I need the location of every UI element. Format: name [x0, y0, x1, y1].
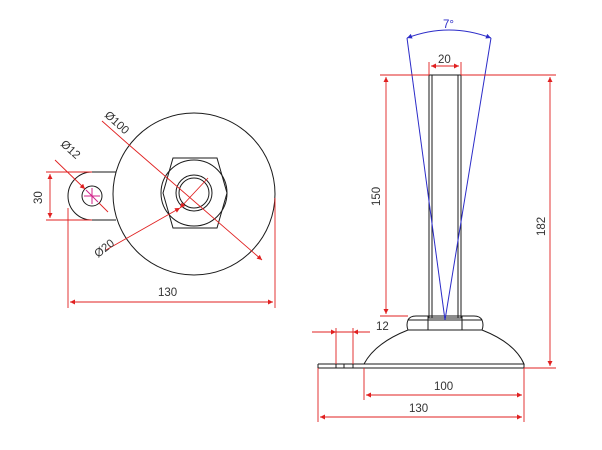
lug-hole-center-mark	[84, 188, 100, 204]
lug-hole	[81, 185, 103, 207]
dim-12-label: 12	[376, 321, 389, 333]
dim-150: 150	[371, 74, 429, 317]
dim-diameter-20: Ø20	[92, 177, 209, 261]
stud-outer-circle	[175, 174, 213, 212]
dim-182-label: 182	[536, 217, 548, 236]
dim-30-label: 30	[33, 191, 45, 204]
dim-130-top: 130	[67, 198, 276, 308]
side-base-dome	[317, 329, 525, 369]
dim-100-label: 100	[434, 381, 453, 393]
dim-angle-7: 7°	[406, 19, 492, 321]
dim-20-label: 20	[438, 54, 451, 66]
dim-diameter-20-label: Ø20	[92, 238, 117, 261]
dim-130-side-label: 130	[409, 403, 428, 415]
dim-diameter-12-label: Ø12	[58, 138, 82, 161]
dim-130-top-label: 130	[158, 287, 177, 299]
dim-angle-7-label: 7°	[443, 19, 454, 31]
threaded-stud	[428, 74, 462, 319]
hex-nut-outline	[162, 157, 228, 229]
dim-12: 12	[312, 321, 389, 364]
dim-diameter-100-label: Ø100	[102, 109, 131, 137]
base-disk-outline	[112, 112, 276, 276]
dim-182: 182	[461, 74, 556, 369]
stud-inner-circle	[178, 177, 210, 209]
dim-30: 30	[33, 171, 92, 221]
dim-150-label: 150	[371, 187, 383, 206]
top-view: Ø100 Ø12 Ø20 30 130	[33, 109, 276, 308]
dim-diameter-12: Ø12	[54, 138, 109, 213]
dim-130-side: 130	[317, 368, 525, 422]
dim-20: 20	[428, 54, 462, 75]
hex-nut-chamfer-circle	[160, 159, 228, 227]
dim-100: 100	[363, 368, 525, 400]
mounting-lug-outline	[67, 171, 116, 221]
side-view: 7° 20 150 182	[312, 19, 556, 422]
